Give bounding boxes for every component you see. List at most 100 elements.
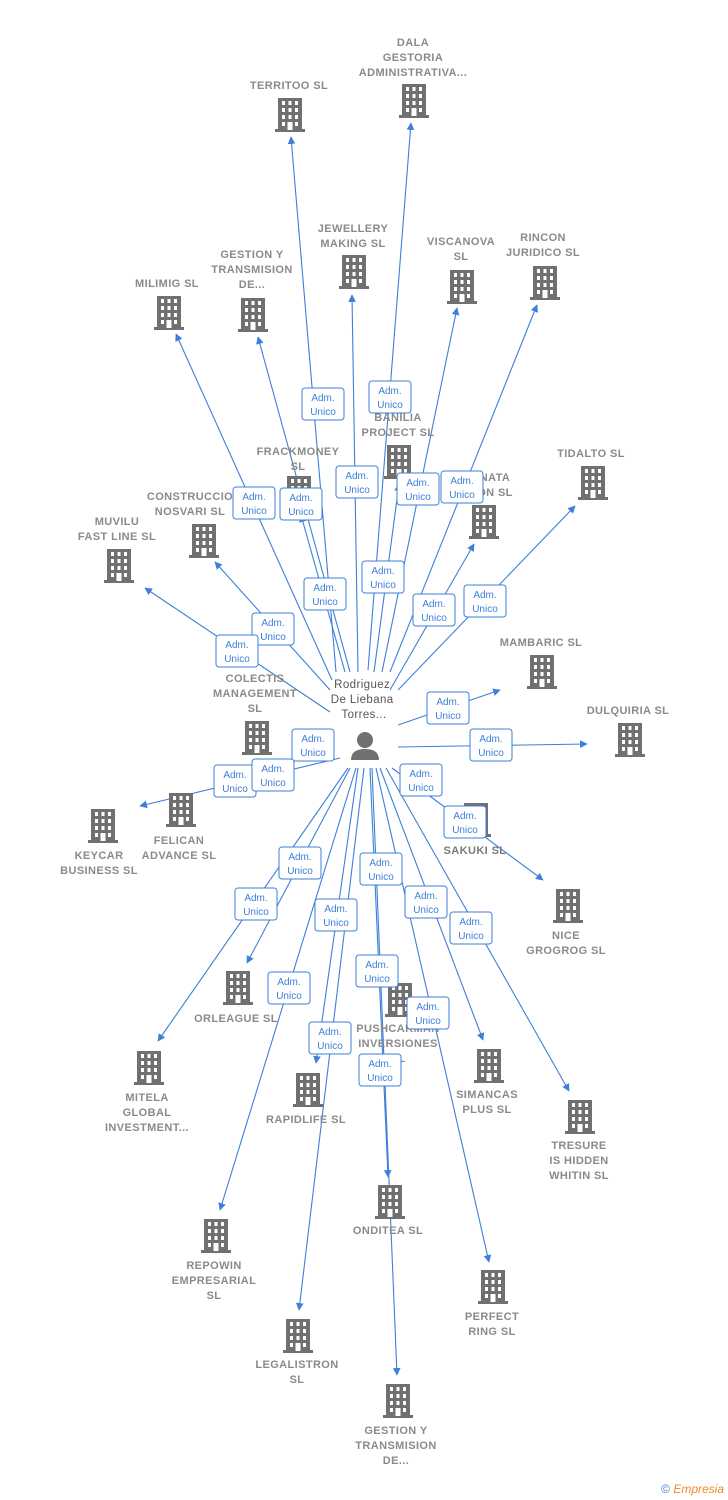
role-badge-box xyxy=(234,887,278,921)
role-badge-line: Unico xyxy=(317,1041,343,1052)
role-badge[interactable]: Adm.Unico xyxy=(399,763,443,797)
role-badge[interactable]: Adm.Unico xyxy=(412,593,456,627)
role-badge-line: Adm. xyxy=(318,1027,341,1038)
building-icon xyxy=(242,721,272,755)
role-badge[interactable]: Adm.Unico xyxy=(355,954,399,988)
company-label: ORLEAGUE SL xyxy=(194,1013,278,1025)
company-label-line: WHITIN SL xyxy=(549,1170,609,1182)
role-badge-line: Unico xyxy=(300,748,326,759)
role-badge[interactable]: Adm.Unico xyxy=(234,887,278,921)
role-badge[interactable]: Adm.Unico xyxy=(291,728,335,762)
role-badge[interactable]: Adm.Unico xyxy=(215,634,259,668)
role-badge-text: Adm.Unico xyxy=(364,960,390,985)
role-badge[interactable]: Adm. Unico xyxy=(308,1021,352,1055)
role-badge[interactable]: Adm.Unico xyxy=(314,898,358,932)
role-badge-line: Unico xyxy=(241,506,267,517)
role-badge[interactable]: Adm.Unico xyxy=(301,387,345,421)
company-node-tidalto[interactable]: TIDALTO SL xyxy=(557,448,625,500)
company-node-milimig[interactable]: MILIMIG SL xyxy=(135,278,199,330)
role-badge[interactable]: Adm.Unico xyxy=(396,472,440,506)
role-badge[interactable]: Adm.Unico xyxy=(251,758,295,792)
role-badge[interactable]: Adm.Unico xyxy=(335,465,379,499)
company-node-onditea[interactable]: ONDITEA SL xyxy=(353,1185,423,1237)
building-icon xyxy=(134,1051,164,1085)
company-label-line: ORLEAGUE SL xyxy=(194,1013,278,1025)
role-badge[interactable]: Adm.Unico xyxy=(361,560,405,594)
role-badge-box xyxy=(368,380,412,414)
role-badge[interactable]: Adm.Unico xyxy=(278,846,322,880)
role-badge-box xyxy=(303,577,347,611)
role-badge-text: Adm.Unico xyxy=(478,734,504,759)
company-label-line: INVERSIONES xyxy=(358,1038,438,1050)
role-badge[interactable]: Adm.Unico xyxy=(449,911,493,945)
company-label-line: RAPIDLIFE SL xyxy=(266,1114,346,1126)
role-badge-line: Adm. xyxy=(289,493,312,504)
role-badge[interactable]: Adm.Unico xyxy=(213,764,257,798)
role-badge[interactable]: Adm.Unico xyxy=(404,885,448,919)
company-label-line: TRANSMISION xyxy=(211,264,292,276)
company-label-line: ADMINISTRATIVA... xyxy=(359,67,467,79)
role-badge-box xyxy=(404,885,448,919)
role-badge[interactable]: Adm.Unico xyxy=(267,971,311,1005)
role-badge-line: Adm. xyxy=(406,478,429,489)
role-badge[interactable]: Adm.Unico xyxy=(426,691,470,725)
role-badge[interactable]: Adm.Unico xyxy=(303,577,347,611)
building-icon xyxy=(339,255,369,289)
company-label-line: TIDALTO SL xyxy=(557,448,625,460)
role-badge[interactable]: Adm.Unico xyxy=(251,612,295,646)
footer-brand[interactable]: © Empresia xyxy=(661,1482,724,1496)
company-node-orleague[interactable]: ORLEAGUE SL xyxy=(194,971,278,1025)
role-badge[interactable]: Adm.Unico xyxy=(440,470,484,504)
role-badge-box xyxy=(426,691,470,725)
company-node-territoo[interactable]: TERRITOO SL xyxy=(250,80,328,132)
role-badge[interactable]: Adm.Unico xyxy=(406,996,450,1030)
company-node-sakuki[interactable]: SAKUKI SL xyxy=(444,803,507,857)
company-node-dulquiria[interactable]: DULQUIRIA SL xyxy=(587,705,670,757)
role-badge[interactable]: Adm.Unico xyxy=(279,487,323,521)
role-badge-box xyxy=(335,465,379,499)
role-badge[interactable]: Adm.Unico xyxy=(469,728,513,762)
role-badge[interactable]: Adm.Unico xyxy=(443,805,487,839)
company-node-mambaric[interactable]: MAMBARIC SL xyxy=(500,637,583,689)
role-badge-line: Unico xyxy=(370,580,396,591)
role-badge-text: Adm.Unico xyxy=(435,697,461,722)
role-badge-line: Unico xyxy=(452,825,478,836)
person-node[interactable]: Rodriguez De Liebana Torres... xyxy=(331,679,397,760)
role-badge[interactable]: Adm.Unico xyxy=(463,584,507,618)
role-badge-text: Adm.Unico xyxy=(323,904,349,929)
role-badge[interactable]: Adm.Unico xyxy=(358,1053,402,1087)
company-label-line: VISCANOVA xyxy=(427,236,495,248)
role-badge-line: Unico xyxy=(421,613,447,624)
building-icon xyxy=(375,1185,405,1219)
role-badge[interactable]: Adm.Unico xyxy=(368,380,412,414)
role-badge-line: Adm. xyxy=(311,393,334,404)
role-badge[interactable]: Adm.Unico xyxy=(232,486,276,520)
role-badge[interactable]: Adm.Unico xyxy=(359,852,403,886)
company-node-rapidlife[interactable]: RAPIDLIFE SL xyxy=(266,1073,346,1126)
company-label-line: GESTION Y xyxy=(364,1425,428,1437)
